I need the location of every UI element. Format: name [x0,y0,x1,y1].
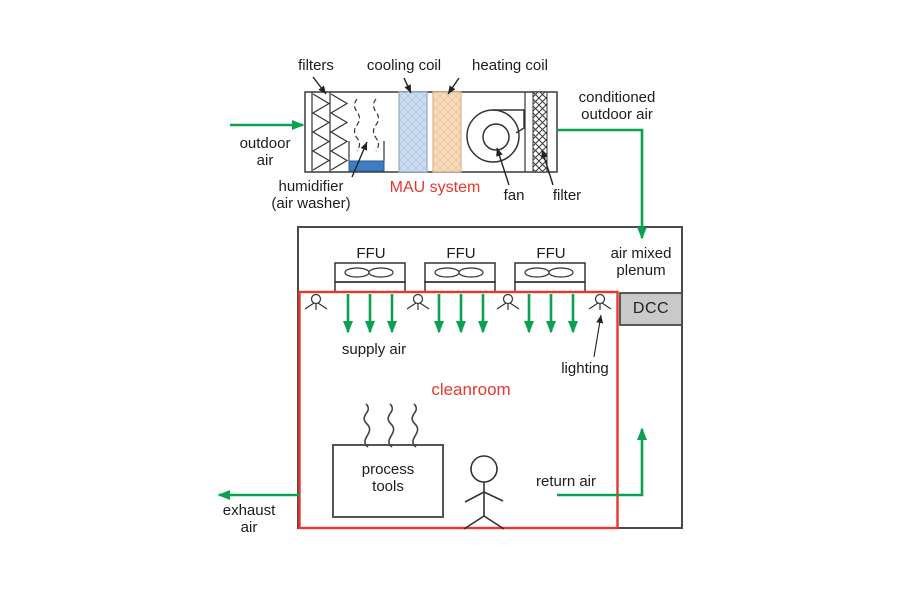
filters-pointer [312,76,327,95]
supply-air-arrows [343,294,578,334]
cooling-coil-label: cooling coil [366,57,442,74]
fan-blade-icon [458,267,484,278]
mau-system-label: MAU system [389,179,481,196]
fan-pointer [496,147,510,186]
light-fixture-icon [496,293,520,310]
process-tools-box [332,403,444,518]
heating-coil [432,91,462,173]
ffu-label-3: FFU [536,245,566,262]
lighting-label: lighting [561,360,609,377]
filter-pointer [541,149,554,186]
filters-label: filters [298,57,334,74]
air-mixed-plenum-label: air mixed plenum [610,245,672,279]
process-tools-label: process tools [361,461,415,495]
cleanroom-boundary [298,290,619,530]
conditioned-outdoor-air-label: conditioned outdoor air [578,89,656,123]
light-fixture-icon [406,293,430,310]
heat-wave-icon [363,403,371,448]
heating-coil-label: heating coil [472,57,548,74]
filter-label: filter [552,187,582,204]
label-pointer-arrows [312,76,604,358]
dcc-label: DCC [632,300,670,317]
humidifier-pointer [351,141,368,178]
heat-wave-icon [411,403,419,448]
humidifier-air-washer [348,98,385,172]
light-fixture-icon [304,293,328,310]
cooling-coil [398,91,428,173]
heat-wave-icon [387,403,395,448]
dcc-box [619,292,683,326]
outdoor-air-label: outdoor air [239,135,291,169]
lighting-fixtures [304,293,612,310]
mau-prefilters [311,92,349,172]
supply-air-label: supply air [341,341,407,358]
humidifier-label: humidifier (air washer) [271,178,351,212]
mau-fan [466,109,525,163]
fan-blade-icon [368,267,394,278]
conditioned-air-arrow [557,128,647,240]
cooling-coil-pointer [403,77,412,94]
fan-label: fan [503,187,525,204]
ffu-label-1: FFU [356,245,386,262]
water-tray [348,160,385,172]
cleanroom-label: cleanroom [431,380,511,399]
return-air-label: return air [535,473,597,490]
exhaust-air-label: exhaust air [222,502,276,536]
heating-coil-pointer [447,77,460,95]
lighting-pointer [593,314,604,358]
light-fixture-icon [588,293,612,310]
operator-figure [463,455,505,530]
fan-blade-icon [548,267,574,278]
return-air-arrow [557,427,647,497]
mau-unit [304,91,558,173]
ffu-label-2: FFU [446,245,476,262]
